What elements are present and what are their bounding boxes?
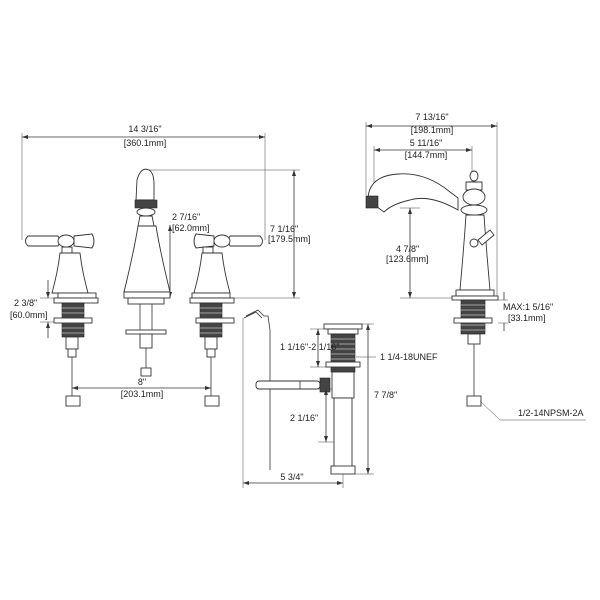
right-handle-assembly	[189, 233, 263, 407]
dim-spout-center-height-in: 2 7/16"	[172, 212, 200, 222]
left-handle-assembly	[25, 233, 99, 407]
dim-max-deck-mm: [33.1mm]	[508, 313, 546, 323]
dim-max-deck-in: MAX:1 5/16"	[503, 302, 553, 312]
front-view: 14 3/16" [360.1mm] 7 1/16" [179.5mm] 2 7…	[10, 124, 311, 407]
dim-spout-center-height-mm: [62.0mm]	[172, 223, 210, 233]
dim-spout-center-height: 2 7/16" [62.0mm]	[168, 212, 210, 298]
dim-drain-height: 7 7/8"	[355, 323, 397, 475]
dim-center-spacing-mm: [203.1mm]	[121, 389, 164, 399]
dim-drain-tail-offset: 2 1/16"	[290, 388, 334, 443]
dim-overall-height-in: 7 1/16"	[270, 224, 298, 234]
dim-overall-width: 14 3/16" [360.1mm]	[21, 124, 266, 240]
lift-rod	[243, 309, 271, 470]
dim-side-depth-in: 7 13/16"	[415, 112, 448, 122]
dim-overall-height: 7 1/16" [179.5mm]	[145, 169, 311, 299]
dim-handle-height: 2 3/8" [60.0mm]	[10, 280, 54, 338]
dim-spout-height-mm: [123.6mm]	[386, 254, 429, 264]
dim-drain-height-text: 7 7/8"	[374, 390, 397, 400]
dim-lift-rod-length-text: 5 3/4"	[280, 472, 303, 482]
drain-body	[323, 323, 363, 475]
dim-overall-width-mm: [360.1mm]	[124, 138, 167, 148]
dim-drain-flange-text: 1 1/16"-2 1/16"	[280, 342, 339, 352]
dim-overall-height-mm: [179.5mm]	[268, 234, 311, 244]
dim-center-spacing: 8" [203.1mm]	[72, 377, 211, 399]
dim-drain-tail-offset-text: 2 1/16"	[290, 413, 318, 423]
dim-center-spacing-in: 8"	[138, 377, 146, 387]
center-spout-assembly	[123, 168, 171, 377]
callout-drain-thread: 1 1/4-18UNEF	[356, 352, 438, 362]
pivot-rod	[255, 377, 331, 393]
dim-side-depth: 7 13/16" [198.1mm]	[365, 112, 498, 300]
drain-assembly: 1 1/16"-2 1/16" 1 1/4-18UNEF 7 7/8" 2 1/…	[242, 309, 438, 488]
dim-spout-reach: 5 11/16" [144.7mm]	[373, 138, 473, 190]
dim-side-depth-mm: [198.1mm]	[411, 125, 454, 135]
dim-spout-height-in: 4 7/8"	[396, 244, 419, 254]
dim-handle-height-mm: [60.0mm]	[10, 310, 48, 320]
dim-drain-flange: 1 1/16"-2 1/16"	[280, 328, 339, 368]
dim-overall-width-in: 14 3/16"	[128, 124, 161, 134]
side-spout-assembly	[365, 170, 499, 407]
callout-shank-thread: 1/2-14NPSM-2A	[479, 400, 586, 421]
side-view: 7 13/16" [198.1mm] 5 11/16" [144.7mm]	[365, 112, 586, 421]
dim-handle-height-in: 2 3/8"	[14, 298, 37, 308]
dim-lift-rod-length: 5 3/4"	[242, 318, 344, 488]
callout-shank-thread-text: 1/2-14NPSM-2A	[518, 408, 584, 418]
dim-max-deck: MAX:1 5/16" [33.1mm]	[498, 292, 553, 331]
callout-drain-thread-text: 1 1/4-18UNEF	[380, 352, 438, 362]
dim-spout-reach-mm: [144.7mm]	[405, 150, 448, 160]
dim-spout-height: 4 7/8" [123.6mm]	[386, 207, 452, 299]
dim-spout-reach-in: 5 11/16"	[410, 138, 443, 148]
